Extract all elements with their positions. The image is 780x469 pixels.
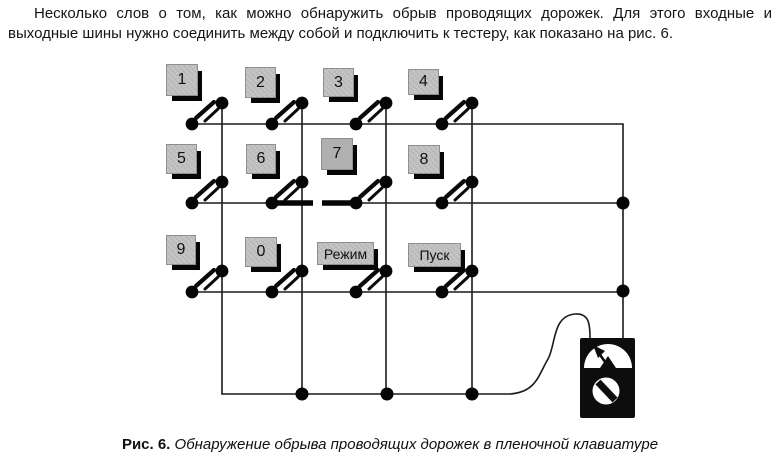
junction-dot — [465, 387, 479, 401]
switch-lever-stroke — [453, 186, 470, 202]
switch-contact-dot — [349, 117, 363, 131]
switch-symbol — [349, 175, 393, 210]
switch-contact-dot — [349, 285, 363, 299]
switch-contact-dot — [295, 264, 309, 278]
switch-symbol — [185, 175, 229, 210]
switch-symbol — [265, 175, 309, 210]
switch-contact-dot — [215, 175, 229, 189]
key-1: 1 — [166, 64, 198, 96]
switch-lever-stroke — [203, 275, 220, 291]
analog-tester-icon — [580, 338, 635, 418]
key-2: 2 — [245, 67, 276, 98]
figure-caption-text: Обнаружение обрыва проводящих дорожек в … — [170, 436, 659, 453]
switch-symbol — [435, 264, 479, 299]
switch-contact-dot — [379, 264, 393, 278]
row1-and-right-bus-wire — [192, 123, 624, 338]
switch-contact-dot — [379, 96, 393, 110]
switch-symbol — [349, 96, 393, 131]
switch-lever — [443, 99, 467, 121]
switch-contact-dot — [295, 175, 309, 189]
switch-symbol — [185, 96, 229, 131]
switch-lever-stroke — [203, 107, 220, 123]
switch-lever-stroke — [283, 275, 300, 291]
key-5: 5 — [166, 144, 197, 174]
switch-symbol — [265, 264, 309, 299]
switch-lever — [443, 267, 467, 289]
key-3: 3 — [323, 68, 354, 97]
switch-contact-dot — [265, 117, 279, 131]
key-9: 9 — [166, 235, 196, 265]
switch-contact-dot — [349, 196, 363, 210]
switch-contact-dot — [215, 96, 229, 110]
figure-caption-label: Рис. 6. — [121, 436, 171, 453]
switch-lever-stroke — [203, 186, 220, 202]
switch-contact-dot — [215, 264, 229, 278]
switch-lever-stroke — [453, 275, 470, 291]
switch-contact-dot — [265, 285, 279, 299]
tester-lead-curve-wire — [509, 313, 591, 395]
meter-needle-pivot — [600, 356, 616, 368]
junction-dots — [295, 196, 630, 401]
switch-lever-stroke — [453, 107, 470, 123]
switch-contact-dot — [185, 285, 199, 299]
key-rezhim: Режим — [317, 242, 374, 265]
switch-symbol — [185, 264, 229, 299]
switch-contact-dot — [435, 196, 449, 210]
switch-contact-dot — [435, 117, 449, 131]
switch-lever-stroke — [367, 107, 384, 123]
switch-lever — [193, 178, 217, 200]
col1-and-bottom-bus-wire — [221, 103, 510, 395]
switch-lever — [273, 99, 297, 121]
key-7: 7 — [321, 138, 353, 170]
switch-lever-stroke — [367, 186, 384, 202]
switch-symbol — [265, 96, 309, 131]
switch-contact-dot — [465, 96, 479, 110]
junction-dot — [295, 387, 309, 401]
figure-caption: Рис. 6. Обнаружение обрыва проводящих до… — [0, 436, 780, 453]
key-6: 6 — [246, 144, 276, 174]
meter-needle-arrowhead-icon — [593, 345, 605, 358]
switch-lever — [193, 99, 217, 121]
schematic-wires — [190, 103, 624, 395]
switch-symbol — [349, 264, 393, 299]
switch-contact-dot — [265, 196, 279, 210]
switch-contact-dot — [465, 175, 479, 189]
key-pusk: Пуск — [408, 243, 461, 267]
junction-dot — [380, 387, 394, 401]
switch-lever — [273, 267, 297, 289]
switch-lever-stroke — [283, 107, 300, 123]
switch-contact-dot — [185, 196, 199, 210]
switch-contact-dot — [185, 117, 199, 131]
key-4: 4 — [408, 69, 439, 95]
switch-symbol — [435, 175, 479, 210]
switch-lever-stroke — [283, 186, 300, 202]
switch-lever — [357, 267, 381, 289]
switch-contact-dot — [465, 264, 479, 278]
switch-lever — [193, 267, 217, 289]
switch-lever — [357, 99, 381, 121]
switch-lever — [443, 178, 467, 200]
switch-contact-dot — [379, 175, 393, 189]
switch-symbol — [435, 96, 479, 131]
switch-symbols — [185, 96, 479, 299]
rotary-knob-slot — [595, 379, 618, 403]
switch-lever — [273, 178, 297, 200]
intro-paragraph: Несколько слов о том, как можно обнаружи… — [8, 5, 772, 42]
key-8: 8 — [408, 145, 440, 174]
key-0: 0 — [245, 237, 277, 267]
switch-contact-dot — [435, 285, 449, 299]
junction-dot — [616, 284, 630, 298]
switch-lever — [357, 178, 381, 200]
switch-contact-dot — [295, 96, 309, 110]
switch-lever-stroke — [367, 275, 384, 291]
junction-dot — [616, 196, 630, 210]
